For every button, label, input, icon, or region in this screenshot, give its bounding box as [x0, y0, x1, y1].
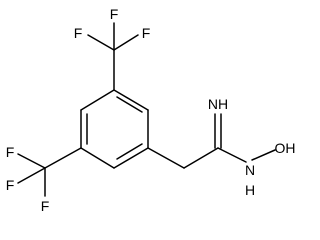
atom-f-bottom-center: F: [41, 198, 50, 214]
bond-cf3-top-f-right: [113, 34, 139, 51]
atom-f-top-center: F: [110, 6, 119, 22]
atom-f-top-left: F: [74, 25, 83, 41]
ring-inner-double-1: [116, 96, 143, 113]
atom-amine-h: H: [245, 182, 255, 198]
bond-cf3-left-f-left: [17, 153, 46, 169]
ring-bond-bottom-right: [113, 147, 149, 169]
chemical-structure: F F F F F F NH OH N H: [6, 6, 296, 214]
atom-hydroxyl-oh: OH: [275, 140, 296, 156]
atom-imine-nh: NH: [208, 96, 228, 112]
bonds: [17, 22, 276, 197]
ring-inner-double-2: [116, 143, 143, 160]
bond-ch2-to-amidine-c: [183, 147, 219, 169]
bond-amidine-c-to-n: [217, 147, 247, 163]
bond-n-to-oh: [251, 149, 276, 161]
atom-amine-n: N: [245, 162, 255, 178]
bond-cf3-left-f-bottom-left: [17, 167, 46, 184]
bond-ring-to-ch2: [147, 147, 185, 169]
atom-labels: F F F F F F NH OH N H: [6, 6, 296, 214]
ring-bond-bottom-left: [80, 147, 115, 169]
ring-bond-top-right: [113, 89, 149, 111]
ring-bond-top-left: [80, 89, 115, 111]
atom-f-left: F: [6, 144, 15, 160]
atom-f-top-right: F: [142, 25, 151, 41]
atom-f-bottom-left: F: [6, 177, 15, 193]
bond-cf3-top-f-left: [87, 34, 115, 51]
bond-ring-to-cf3-left: [44, 147, 82, 169]
